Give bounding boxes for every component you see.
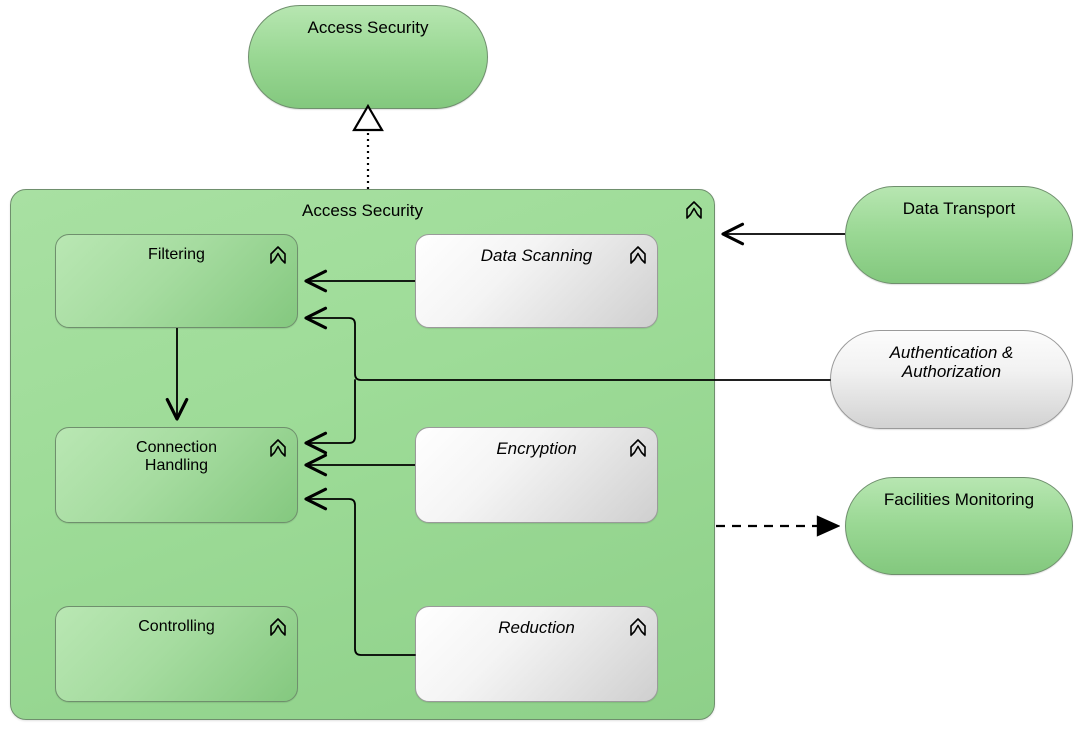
- node-label: Reduction: [498, 618, 575, 637]
- node-controlling[interactable]: Controlling: [55, 606, 298, 702]
- node-label: Encryption: [496, 439, 577, 458]
- node-label: Facilities Monitoring: [883, 490, 1035, 509]
- edge-realization-access-security: [352, 103, 384, 189]
- node-label: Connection Handling: [136, 439, 217, 474]
- node-label: Data Scanning: [480, 246, 593, 265]
- chevron-up-icon: [269, 245, 287, 264]
- node-authentication-authorization[interactable]: Authentication & Authorization: [830, 330, 1073, 429]
- node-label: Access Security: [307, 18, 429, 37]
- node-label: Authentication & Authorization: [889, 343, 1014, 382]
- node-filtering[interactable]: Filtering: [55, 234, 298, 328]
- node-label: Controlling: [138, 618, 215, 635]
- node-label: Filtering: [148, 246, 205, 263]
- node-label: Access Security: [302, 201, 423, 220]
- node-facilities-monitoring[interactable]: Facilities Monitoring: [845, 477, 1073, 575]
- node-encryption[interactable]: Encryption: [415, 427, 658, 523]
- node-data-transport[interactable]: Data Transport: [845, 186, 1073, 284]
- chevron-up-icon: [629, 245, 647, 264]
- chevron-up-icon: [269, 438, 287, 457]
- chevron-up-icon: [685, 200, 703, 219]
- chevron-up-icon: [629, 617, 647, 636]
- node-connection-handling[interactable]: Connection Handling: [55, 427, 298, 523]
- node-access-security-service[interactable]: Access Security: [248, 5, 488, 109]
- node-label: Data Transport: [902, 199, 1016, 218]
- node-data-scanning[interactable]: Data Scanning: [415, 234, 658, 328]
- chevron-up-icon: [269, 617, 287, 636]
- node-reduction[interactable]: Reduction: [415, 606, 658, 702]
- chevron-up-icon: [629, 438, 647, 457]
